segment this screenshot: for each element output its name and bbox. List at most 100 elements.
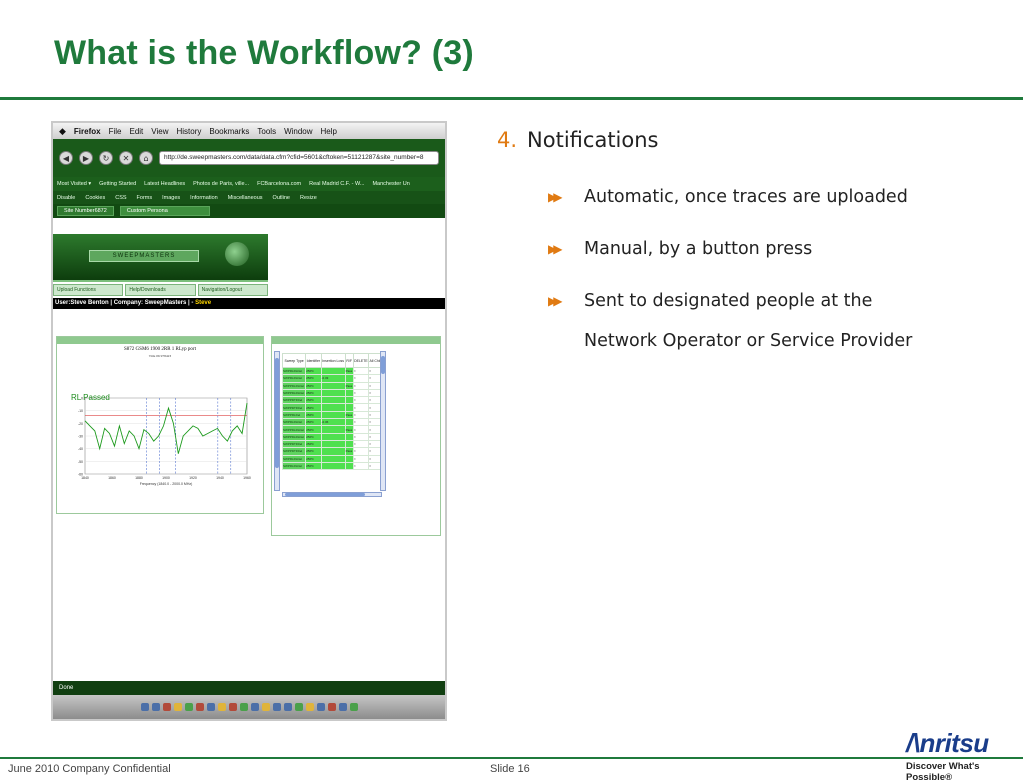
row-action-cell[interactable]: X [352, 439, 370, 449]
left-scrollbar[interactable] [274, 351, 280, 491]
table-cell: 25PC [305, 381, 322, 390]
scrollbar-thumb[interactable] [285, 493, 365, 496]
scrollbar-thumb[interactable] [381, 356, 385, 374]
row-action-cell[interactable]: X [352, 381, 370, 390]
menu-firefox[interactable]: Firefox [73, 126, 101, 136]
table-cell: Pass [344, 410, 354, 420]
bookmark-item[interactable]: Photos de Paris, ville... [193, 181, 250, 187]
bookmark-item[interactable]: FCBarcelona.com [257, 181, 302, 187]
bookmark-item[interactable]: Latest Headlines [144, 181, 186, 187]
x-tick-label: 1940 [216, 476, 224, 480]
table-cell [320, 432, 346, 441]
menu-help[interactable]: Help [320, 126, 337, 136]
row-action-cell[interactable]: X [352, 388, 370, 398]
bookmark-item[interactable]: Real Madrid C.F. - W... [309, 181, 365, 187]
dock-app-icon[interactable] [316, 703, 325, 711]
dock-app-icon[interactable] [327, 703, 336, 711]
menu-file[interactable]: File [108, 126, 122, 136]
dock-app-icon[interactable] [349, 703, 358, 711]
nav-upload-functions[interactable]: Upload Functions [53, 284, 124, 296]
back-icon[interactable]: ◀ [59, 151, 73, 165]
dock-app-icon[interactable] [239, 703, 248, 711]
trace-panel: S872 GSM6 1900 2RR 1 RLyp port Title 06 … [56, 336, 264, 514]
row-action-cell[interactable]: X [352, 425, 370, 434]
bookmark-item[interactable]: Most Visited ▾ [57, 181, 92, 187]
dock-app-icon[interactable] [151, 703, 160, 711]
dev-outline[interactable]: Outline [272, 194, 290, 201]
dev-forms[interactable]: Forms [136, 194, 153, 201]
dev-information[interactable]: Information [190, 194, 218, 201]
bookmark-item[interactable]: Getting Started [99, 181, 137, 187]
forward-icon[interactable]: ▶ [79, 151, 93, 165]
dock-app-icon[interactable] [283, 703, 292, 711]
nav-navigation-logout[interactable]: Navigation/Logout [197, 284, 268, 296]
dock-app-icon[interactable] [338, 703, 347, 711]
y-tick-label: 0 [81, 397, 83, 401]
table-cell: SWPPDTFDel [281, 439, 307, 449]
dock-app-icon[interactable] [305, 703, 314, 711]
dev-disable[interactable]: Disable [57, 194, 76, 201]
table-horizontal-scrollbar[interactable] [282, 492, 382, 497]
row-action-cell[interactable]: X [352, 374, 370, 383]
url-bar[interactable]: http://de.sweepmasters.com/data/data.cfm… [159, 151, 439, 165]
table-cell: SWPPDLRLDel [281, 381, 307, 390]
menu-bookmarks[interactable]: Bookmarks [209, 126, 250, 136]
dock-app-icon[interactable] [217, 703, 226, 711]
dock-app-icon[interactable] [195, 703, 204, 711]
menu-edit[interactable]: Edit [129, 126, 144, 136]
row-action-cell[interactable]: X [352, 396, 370, 405]
tab-site-number[interactable]: Site Number6872 [57, 206, 114, 216]
row-action-cell[interactable]: X [352, 461, 370, 471]
dock-app-icon[interactable] [140, 703, 149, 711]
dock-app-icon[interactable] [228, 703, 237, 711]
row-action-cell[interactable]: X [352, 418, 370, 427]
slide-title: What is the Workflow? (3) [54, 34, 474, 72]
scrollbar-thumb[interactable] [275, 358, 279, 468]
row-action-cell[interactable]: X [352, 403, 370, 412]
menu-view[interactable]: View [151, 126, 169, 136]
dock-app-icon[interactable] [261, 703, 270, 711]
user-info-bar: User:Steve Benton | Company: SweepMaster… [53, 298, 445, 309]
sweepmasters-logo: SWEEPMASTERS [89, 250, 199, 262]
row-action-cell[interactable]: X [352, 432, 370, 441]
row-action-cell[interactable]: X [352, 454, 370, 463]
table-cell [320, 403, 346, 412]
dock-app-icon[interactable] [162, 703, 171, 711]
slide-number: Slide 16 [490, 763, 530, 775]
reload-icon[interactable]: ↻ [99, 151, 113, 165]
footer-confidential: June 2010 Company Confidential [8, 763, 171, 775]
table-scrollbar[interactable] [380, 351, 386, 491]
dev-miscellaneous[interactable]: Miscellaneous [227, 194, 263, 201]
bookmark-item[interactable]: Manchester Un [372, 181, 410, 187]
dock-app-icon[interactable] [206, 703, 215, 711]
row-action-cell[interactable]: X [352, 447, 370, 456]
series-line [84, 403, 248, 454]
nav-help-downloads[interactable]: Help/Downloads [125, 284, 196, 296]
dock-app-icon[interactable] [294, 703, 303, 711]
menu-window[interactable]: Window [284, 126, 313, 136]
menu-tools[interactable]: Tools [257, 126, 277, 136]
table-cell: -0.33 [320, 374, 346, 383]
table-cell: 25PC [305, 403, 322, 412]
menu-history[interactable]: History [176, 126, 202, 136]
dock-app-icon[interactable] [184, 703, 193, 711]
row-action-cell[interactable]: X [352, 366, 370, 376]
tab-custom-persona[interactable]: Custom Persona [119, 206, 210, 216]
table-cell [344, 396, 354, 405]
dev-css[interactable]: CSS [115, 194, 127, 201]
home-icon[interactable]: ⌂ [139, 151, 153, 165]
dock-app-icon[interactable] [173, 703, 182, 711]
dev-resize[interactable]: Resize [299, 194, 317, 201]
dock-app-icon[interactable] [250, 703, 259, 711]
row-action-cell[interactable]: X [352, 410, 370, 420]
table-cell: SWPRLRLDel [281, 461, 307, 471]
stop-icon[interactable]: ✕ [119, 151, 133, 165]
y-tick-label: -60 [78, 473, 83, 477]
dev-images[interactable]: Images [162, 194, 181, 201]
dev-cookies[interactable]: Cookies [85, 194, 106, 201]
globe-icon [225, 242, 249, 266]
dock-app-icon[interactable] [272, 703, 281, 711]
